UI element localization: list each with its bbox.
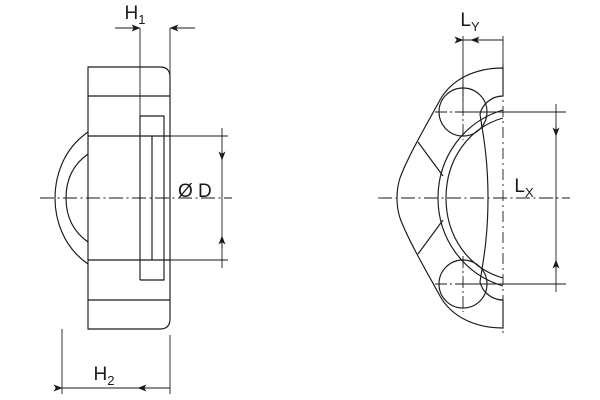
dimension-label-h2-text: H: [94, 364, 108, 385]
dimension-label-diameter: Ø D: [178, 181, 212, 202]
web-line-lower: [417, 219, 444, 255]
back-seat-arc-inner: [65, 153, 89, 243]
dimension-label-ly-subscript: Y: [471, 19, 480, 34]
dimension-label-diameter-text: Ø D: [178, 181, 212, 202]
dimension-label-ly: LY: [460, 10, 480, 34]
back-seat-arc-outer: [54, 131, 89, 265]
boss-profile-outer: [140, 115, 165, 281]
dimension-label-h2-subscript: 2: [107, 373, 114, 388]
bore-arc-outer: [437, 109, 504, 287]
dimension-label-h1-text: H: [125, 3, 139, 24]
dimension-label-h1: H1: [125, 3, 146, 27]
dimension-label-h1-subscript: 1: [138, 12, 145, 27]
dimension-label-ly-text: L: [460, 10, 471, 31]
flange-half-outline: [396, 67, 504, 329]
web-line-upper: [417, 141, 444, 177]
flange-body-outline: [87, 66, 171, 330]
dimension-label-lx-subscript: X: [525, 185, 534, 200]
dimension-label-lx: LX: [514, 176, 534, 200]
dimension-label-lx-text: L: [514, 176, 525, 197]
dimension-label-h2: H2: [94, 364, 115, 388]
